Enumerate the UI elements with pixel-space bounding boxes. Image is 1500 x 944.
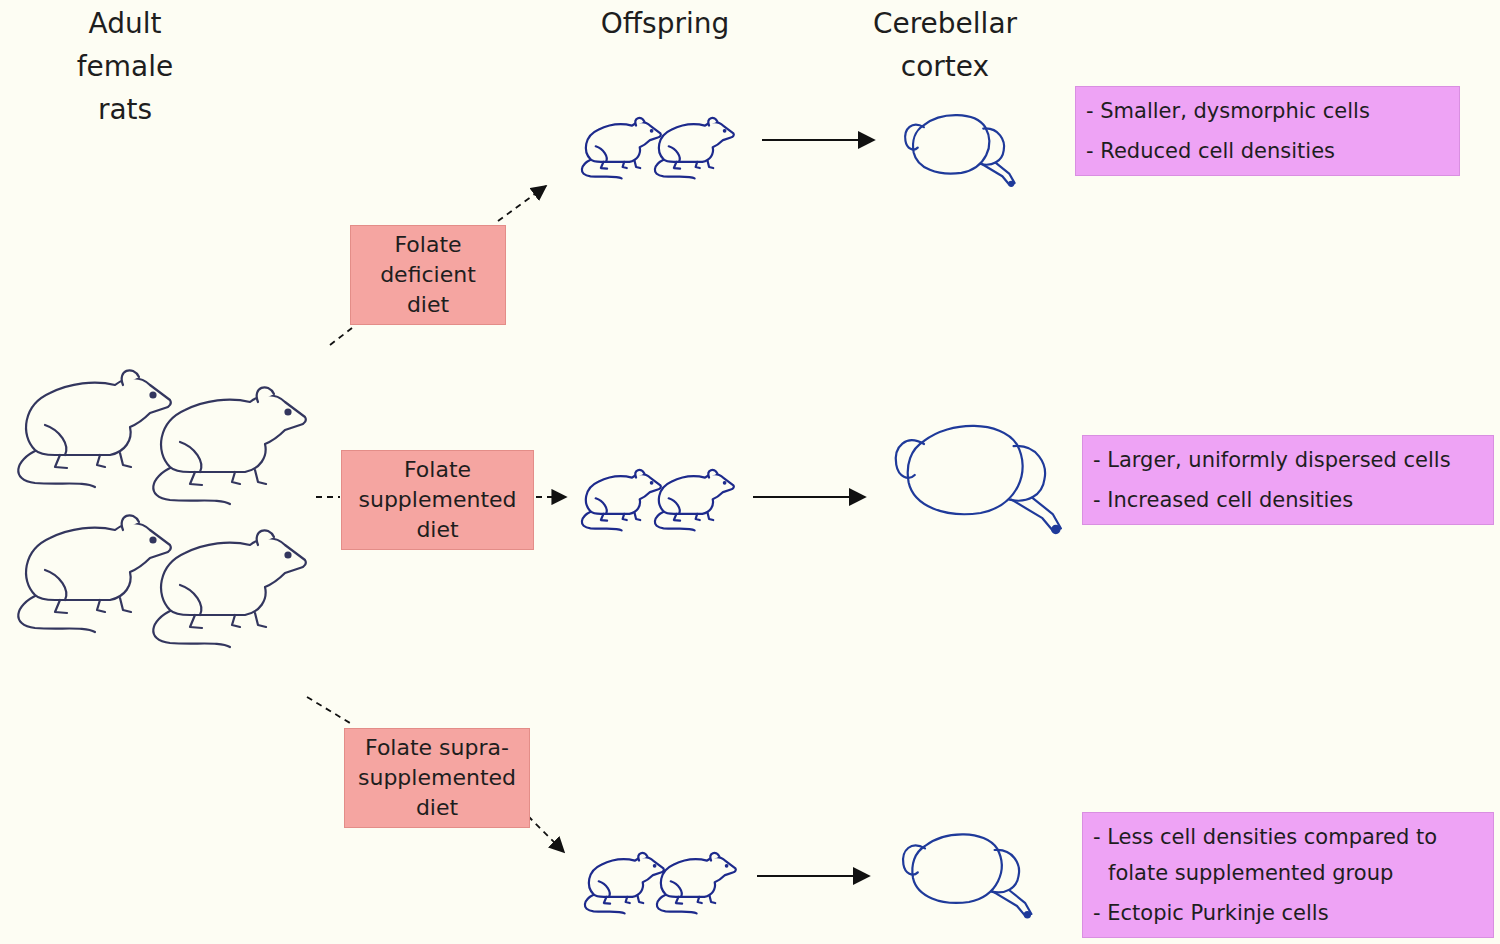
diet-label: Folate deficient diet (359, 230, 497, 320)
diet-box: Folate supra-supplemented diet (344, 728, 530, 828)
adult-rats (18, 370, 305, 647)
outcome-item: - Larger, uniformly dispersed cells (1093, 442, 1485, 478)
outcome-item: - Increased cell densities (1093, 482, 1485, 518)
diet-box: Folate supplemented diet (341, 450, 534, 550)
outcome-item: - Ectopic Purkinje cells (1093, 895, 1485, 931)
column-heading: Offspring (565, 2, 765, 45)
outcome-box: - Less cell densities compared to folate… (1082, 812, 1494, 938)
outcome-item: - Less cell densities compared to folate… (1093, 819, 1485, 891)
diet-label: Folate supra-supplemented diet (353, 733, 521, 823)
brains (896, 115, 1061, 917)
offspring-rats (582, 118, 736, 913)
column-heading: Cerebellar cortex (855, 2, 1035, 88)
diet-label: Folate supplemented diet (350, 455, 525, 545)
outcome-box: - Smaller, dysmorphic cells - Reduced cel… (1075, 86, 1460, 176)
solid-arrows (753, 140, 874, 876)
outcome-item: - Reduced cell densities (1086, 133, 1451, 169)
group-heading: Adult female rats (55, 2, 195, 131)
outcome-box: - Larger, uniformly dispersed cells - Inc… (1082, 435, 1494, 525)
dashed-arrows (307, 186, 566, 852)
outcome-item: - Smaller, dysmorphic cells (1086, 93, 1451, 129)
diet-box: Folate deficient diet (350, 225, 506, 325)
